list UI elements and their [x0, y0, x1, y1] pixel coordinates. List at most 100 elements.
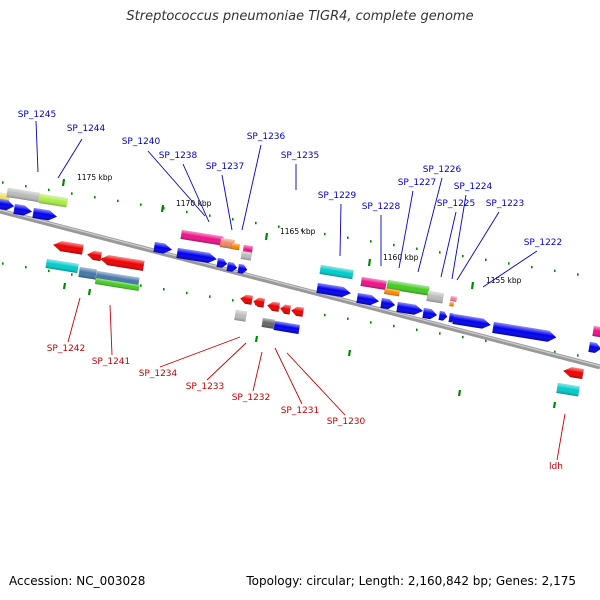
- forward-gene-label: SP_1236: [247, 132, 286, 142]
- tick-dot-lower: [48, 269, 50, 273]
- tick-dot-lower: [140, 284, 142, 287]
- tick-dot-upper: [347, 236, 349, 239]
- tick-dot-upper: [508, 262, 510, 265]
- forward-gene: [588, 341, 600, 354]
- scale-tick-mark: [62, 282, 67, 290]
- tick-dot-upper: [163, 207, 165, 210]
- scale-tick-mark: [87, 288, 92, 296]
- scale-tick-mark: [254, 335, 259, 343]
- forward-gene-label: SP_1227: [398, 178, 437, 188]
- reverse-gene: [234, 309, 248, 322]
- forward-gene: [6, 187, 40, 203]
- tick-dot-lower: [209, 295, 211, 298]
- reverse-gene-label-leader: [67, 297, 81, 343]
- tick-dot-lower: [2, 262, 4, 265]
- genome-summary-text: Topology: circular; Length: 2,160,842 bp…: [246, 574, 576, 588]
- scale-tick-label: 1175 kbp: [77, 173, 113, 182]
- tick-dot-upper: [324, 232, 326, 236]
- forward-gene: [32, 207, 58, 221]
- tick-dot-upper: [278, 225, 280, 228]
- backbone-layer: [0, 208, 600, 370]
- scale-tick-mark: [457, 389, 462, 397]
- reverse-gene: [280, 304, 292, 315]
- reverse-gene: [273, 320, 289, 333]
- scale-tick-mark: [347, 349, 352, 357]
- reverse-gene-label-leader: [206, 342, 247, 381]
- tick-dot-lower: [163, 288, 165, 291]
- forward-gene-label: SP_1225: [437, 199, 476, 209]
- forward-gene-label: SP_1240: [122, 137, 161, 147]
- forward-gene-label-leader: [482, 250, 538, 288]
- tick-dot-lower: [186, 291, 188, 295]
- reverse-gene-label: SP_1232: [232, 393, 271, 403]
- forward-gene-label-leader: [182, 163, 210, 223]
- forward-gene: [492, 321, 557, 342]
- gene-layer: [0, 187, 600, 397]
- tick-dot-upper: [25, 185, 27, 188]
- forward-gene: [592, 325, 600, 338]
- forward-gene-label-leader: [57, 138, 83, 179]
- forward-gene: [383, 287, 401, 297]
- tick-dot-upper: [140, 203, 142, 206]
- tick-dot-upper: [301, 229, 303, 232]
- forward-gene: [219, 237, 236, 250]
- reverse-gene: [99, 255, 145, 272]
- forward-gene-label: SP_1226: [423, 165, 462, 175]
- tick-dot-upper: [393, 243, 395, 247]
- scale-tick-mark: [367, 258, 372, 267]
- tick-dot-lower: [554, 350, 556, 354]
- scale-tick-label: 1165 kbp: [280, 227, 316, 236]
- tick-dot-upper: [577, 273, 579, 276]
- forward-gene: [176, 247, 218, 264]
- forward-gene: [380, 297, 396, 310]
- forward-gene-label-leader: [339, 203, 342, 257]
- reverse-gene: [556, 382, 580, 397]
- tick-dot-upper: [2, 181, 4, 184]
- reverse-gene-label: SP_1231: [281, 406, 320, 416]
- forward-gene: [226, 261, 238, 272]
- forward-gene-label: SP_1244: [67, 124, 106, 134]
- scale-tick-label: 1155 kbp: [486, 276, 522, 285]
- forward-gene-label: SP_1245: [18, 110, 57, 120]
- forward-gene: [240, 250, 253, 261]
- forward-gene: [452, 313, 492, 329]
- reverse-gene-label-leader: [556, 413, 566, 461]
- reverse-gene: [562, 367, 584, 380]
- reverse-gene-label: ldh: [549, 462, 563, 472]
- tick-dot-upper: [48, 188, 50, 192]
- forward-gene-label: SP_1223: [486, 199, 525, 209]
- scale-tick-mark: [264, 232, 269, 241]
- reverse-gene-label-leader: [159, 336, 241, 368]
- tick-dot-lower: [370, 321, 372, 324]
- forward-gene-label-leader: [456, 211, 500, 281]
- forward-gene: [319, 264, 354, 280]
- forward-gene: [438, 310, 448, 321]
- tick-dot-upper: [209, 214, 211, 217]
- reverse-gene-label-leader: [252, 351, 263, 392]
- forward-gene: [449, 301, 455, 307]
- tick-dot-upper: [531, 265, 533, 269]
- tick-dot-upper: [416, 247, 418, 250]
- reverse-gene: [86, 250, 103, 262]
- tick-dot-lower: [485, 339, 487, 342]
- tick-dot-lower: [439, 332, 441, 335]
- forward-gene: [396, 301, 424, 315]
- forward-gene: [13, 203, 33, 216]
- tick-dot-upper: [94, 196, 96, 199]
- reverse-gene: [239, 294, 254, 306]
- forward-gene: [360, 276, 387, 291]
- tick-dot-upper: [232, 218, 234, 221]
- scale-tick-mark: [61, 178, 66, 187]
- tick-dot-upper: [462, 254, 464, 258]
- forward-gene-label: SP_1224: [454, 182, 493, 192]
- genome-backbone: [0, 208, 600, 370]
- reverse-gene-label-leader: [274, 347, 303, 405]
- scale-tick-mark: [160, 204, 165, 213]
- forward-gene: [316, 282, 352, 298]
- forward-gene-label-leader: [451, 194, 467, 280]
- reverse-gene-label: SP_1233: [186, 382, 225, 392]
- reverse-gene: [261, 317, 276, 330]
- forward-gene-label: SP_1237: [206, 162, 245, 172]
- reverse-gene-label: SP_1242: [47, 344, 86, 354]
